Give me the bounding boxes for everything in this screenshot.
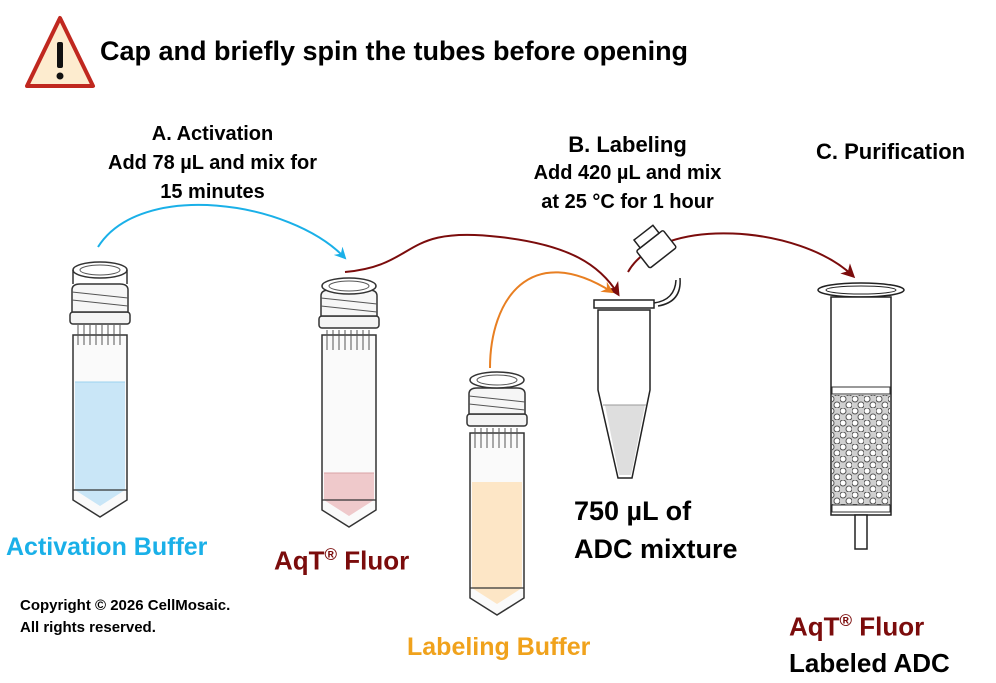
output-label: AqT® Fluor Labeled ADC <box>789 603 950 681</box>
aqt-fluor-registered-mark: ® <box>324 545 338 564</box>
copyright-line-1: Copyright © 2026 CellMosaic. <box>20 597 231 614</box>
aqt-fluor-tube <box>318 277 380 528</box>
output-fluor-name: AqT® Fluor <box>789 603 950 645</box>
aqt-fluor-label-prefix: AqT <box>274 545 325 576</box>
step-a-heading: A. Activation <box>151 123 274 145</box>
labeling-buffer-tube <box>466 371 528 616</box>
output-fluor-prefix: AqT <box>789 611 840 642</box>
fluor-to-mixture-arrow <box>344 233 620 297</box>
activation-arrow <box>97 203 347 260</box>
labeling-buffer-arrow <box>489 271 614 369</box>
step-b-heading: B. Labeling <box>568 132 687 157</box>
purification-column <box>817 282 905 550</box>
adc-mixture-tube <box>593 224 681 479</box>
copyright-line-2: All rights reserved. <box>20 619 156 636</box>
copyright-notice: Copyright © 2026 CellMosaic. All rights … <box>20 595 230 639</box>
step-b-instruction: Add 420 µL and mix <box>533 162 722 184</box>
page-title: Cap and briefly spin the tubes before op… <box>100 36 689 66</box>
activation-buffer-label: Activation Buffer <box>6 533 208 561</box>
output-registered-mark: ® <box>839 611 853 630</box>
step-b-conditions: at 25 °C for 1 hour <box>541 191 714 213</box>
step-a-activation: A. Activation Add 78 µL and mix for 15 m… <box>100 120 325 207</box>
labeling-buffer-label: Labeling Buffer <box>407 633 591 661</box>
step-a-instruction: Add 78 µL and mix for <box>108 152 317 174</box>
step-c-purification: C. Purification <box>816 139 966 164</box>
step-a-duration: 15 minutes <box>160 181 265 203</box>
warning-triangle-icon <box>25 16 95 88</box>
adc-mixture-volume: 750 µL of <box>574 496 692 526</box>
output-fluor-suffix: Fluor <box>852 611 925 642</box>
activation-buffer-tube <box>69 261 131 518</box>
step-b-labeling: B. Labeling Add 420 µL and mix at 25 °C … <box>520 130 735 217</box>
output-product-name: Labeled ADC <box>789 647 950 678</box>
adc-mixture-name: ADC mixture <box>574 534 738 564</box>
aqt-fluor-label-suffix: Fluor <box>337 545 410 576</box>
aqt-fluor-label: AqT® Fluor <box>274 545 409 577</box>
adc-mixture-label: 750 µL of ADC mixture <box>574 492 738 568</box>
